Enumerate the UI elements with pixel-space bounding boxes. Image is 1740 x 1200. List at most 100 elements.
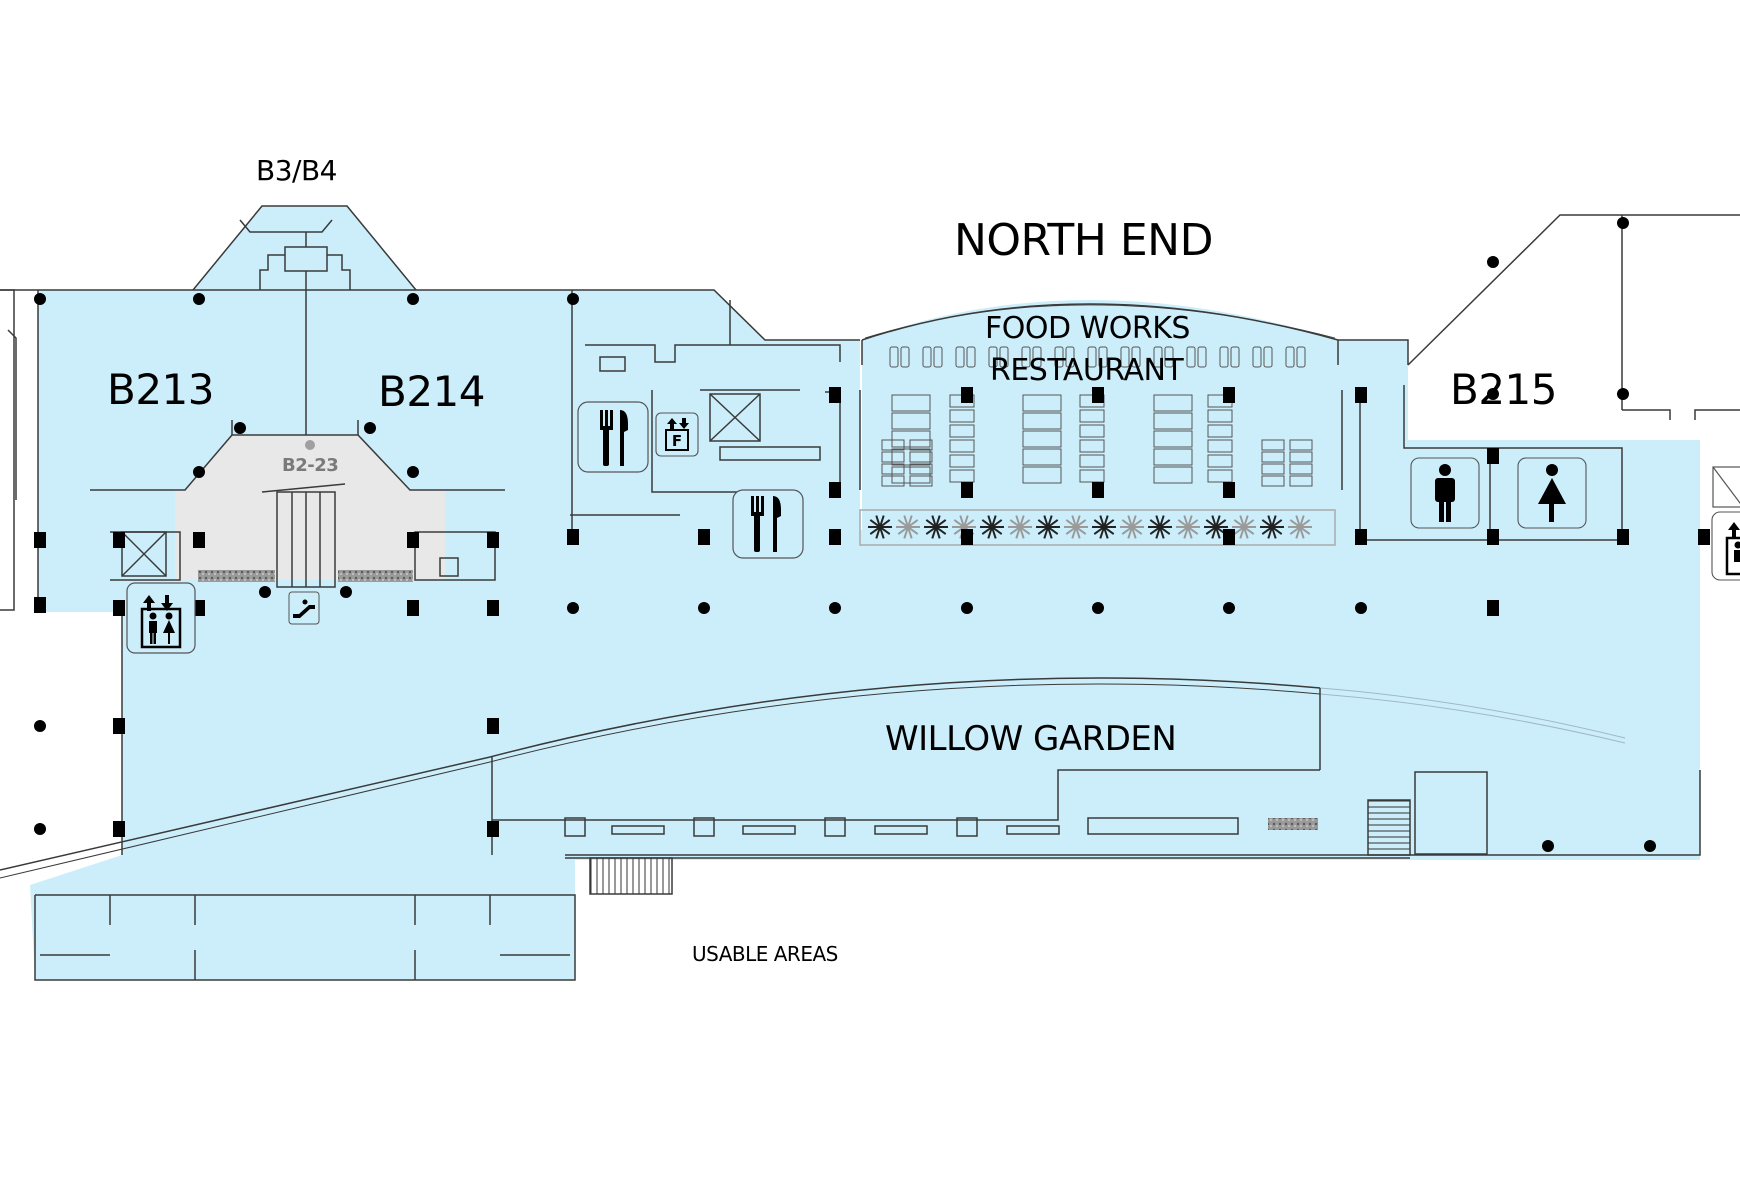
table [881, 451, 905, 463]
restaurant-icon[interactable] [577, 401, 649, 473]
plant-leaf [1187, 526, 1193, 539]
plant-leaf [869, 519, 881, 528]
table [1153, 466, 1193, 484]
plant [980, 515, 1004, 539]
column-marker [961, 529, 973, 545]
planter [338, 570, 413, 582]
plant [1036, 515, 1060, 539]
booth-seat [1263, 346, 1273, 368]
table [1022, 412, 1062, 430]
plant-leaf [1131, 526, 1143, 535]
core-area [175, 435, 445, 580]
booth-seat [1087, 346, 1097, 368]
plant-leaf [1289, 519, 1301, 528]
plant-leaf [1121, 519, 1133, 528]
table [1022, 466, 1062, 484]
column-marker [1223, 529, 1235, 545]
booth-seat [1230, 346, 1240, 368]
plant-leaf [1299, 526, 1311, 535]
plant-leaf [1019, 526, 1025, 539]
plant [1288, 515, 1312, 539]
booth-seat [1153, 346, 1163, 368]
column-marker [1092, 482, 1104, 498]
booth-seat [933, 346, 943, 368]
plant-leaf [903, 515, 909, 528]
plant-leaf [1243, 526, 1255, 535]
elevator-icon[interactable] [126, 582, 196, 654]
plant-leaf [1075, 515, 1081, 528]
plant-leaf [931, 515, 937, 528]
table [949, 454, 975, 468]
column-marker [961, 602, 973, 614]
column-marker [1487, 600, 1499, 616]
column-marker [34, 532, 46, 548]
column-marker [234, 422, 246, 434]
plant-leaf [1131, 519, 1143, 528]
plant-leaf [1065, 526, 1077, 535]
plant-leaf [875, 515, 881, 528]
escalator-icon[interactable] [288, 591, 320, 625]
plant-leaf [1103, 526, 1115, 535]
booth-seat [1054, 346, 1064, 368]
column-marker [487, 532, 499, 548]
plant-leaf [1243, 519, 1255, 528]
plant-leaf [1295, 526, 1301, 539]
table [1261, 463, 1285, 475]
plant-leaf [1043, 526, 1049, 539]
plant-leaf [1295, 515, 1301, 528]
table [1153, 394, 1193, 412]
plant-leaf [1149, 526, 1161, 535]
column-marker [1542, 840, 1554, 852]
column-marker [1092, 602, 1104, 614]
booth-seat [955, 346, 965, 368]
column-marker [698, 529, 710, 545]
column-marker [34, 720, 46, 732]
plant [1064, 515, 1088, 539]
plant-leaf [935, 519, 947, 528]
plant-leaf [1121, 526, 1133, 535]
freight-elevator-icon[interactable]: F [655, 412, 699, 457]
plant-leaf [1019, 526, 1031, 535]
plant-leaf [1215, 515, 1221, 528]
table [1207, 424, 1233, 438]
area-label-food-works: FOOD WORKS [985, 311, 1190, 346]
plant-leaf [1099, 515, 1105, 528]
plant-leaf [1015, 515, 1021, 528]
plant-leaf [1243, 526, 1249, 539]
plant-leaf [987, 526, 993, 539]
column-marker [1487, 448, 1499, 464]
mens-restroom-icon[interactable] [1410, 457, 1480, 529]
table [1289, 451, 1313, 463]
plant-leaf [931, 526, 937, 539]
table [949, 424, 975, 438]
table [1079, 439, 1105, 453]
table [1207, 439, 1233, 453]
plant-leaf [869, 526, 881, 535]
plant-leaf [897, 519, 909, 528]
column-marker [193, 466, 205, 478]
plant-leaf [1233, 526, 1245, 535]
womens-restroom-icon[interactable] [1517, 457, 1587, 529]
booth-seat [889, 346, 899, 368]
booth-seat [1131, 346, 1141, 368]
plant-leaf [1131, 515, 1137, 528]
column-marker [1355, 529, 1367, 545]
plant-leaf [991, 519, 1003, 528]
plant-leaf [879, 515, 885, 528]
plant-leaf [1131, 526, 1137, 539]
table [881, 463, 905, 475]
column-marker [364, 422, 376, 434]
restaurant-icon[interactable] [732, 489, 804, 559]
plant-leaf [1159, 515, 1165, 528]
plant-leaf [1019, 519, 1031, 528]
column-marker [34, 823, 46, 835]
column-marker [340, 586, 352, 598]
elevator-icon[interactable] [1711, 511, 1740, 581]
plant [896, 515, 920, 539]
restaurant-planter [868, 515, 1312, 539]
table [909, 439, 933, 451]
column-marker [1223, 602, 1235, 614]
plant-leaf [1271, 515, 1277, 528]
column-marker [829, 529, 841, 545]
booth-seat [1285, 346, 1295, 368]
